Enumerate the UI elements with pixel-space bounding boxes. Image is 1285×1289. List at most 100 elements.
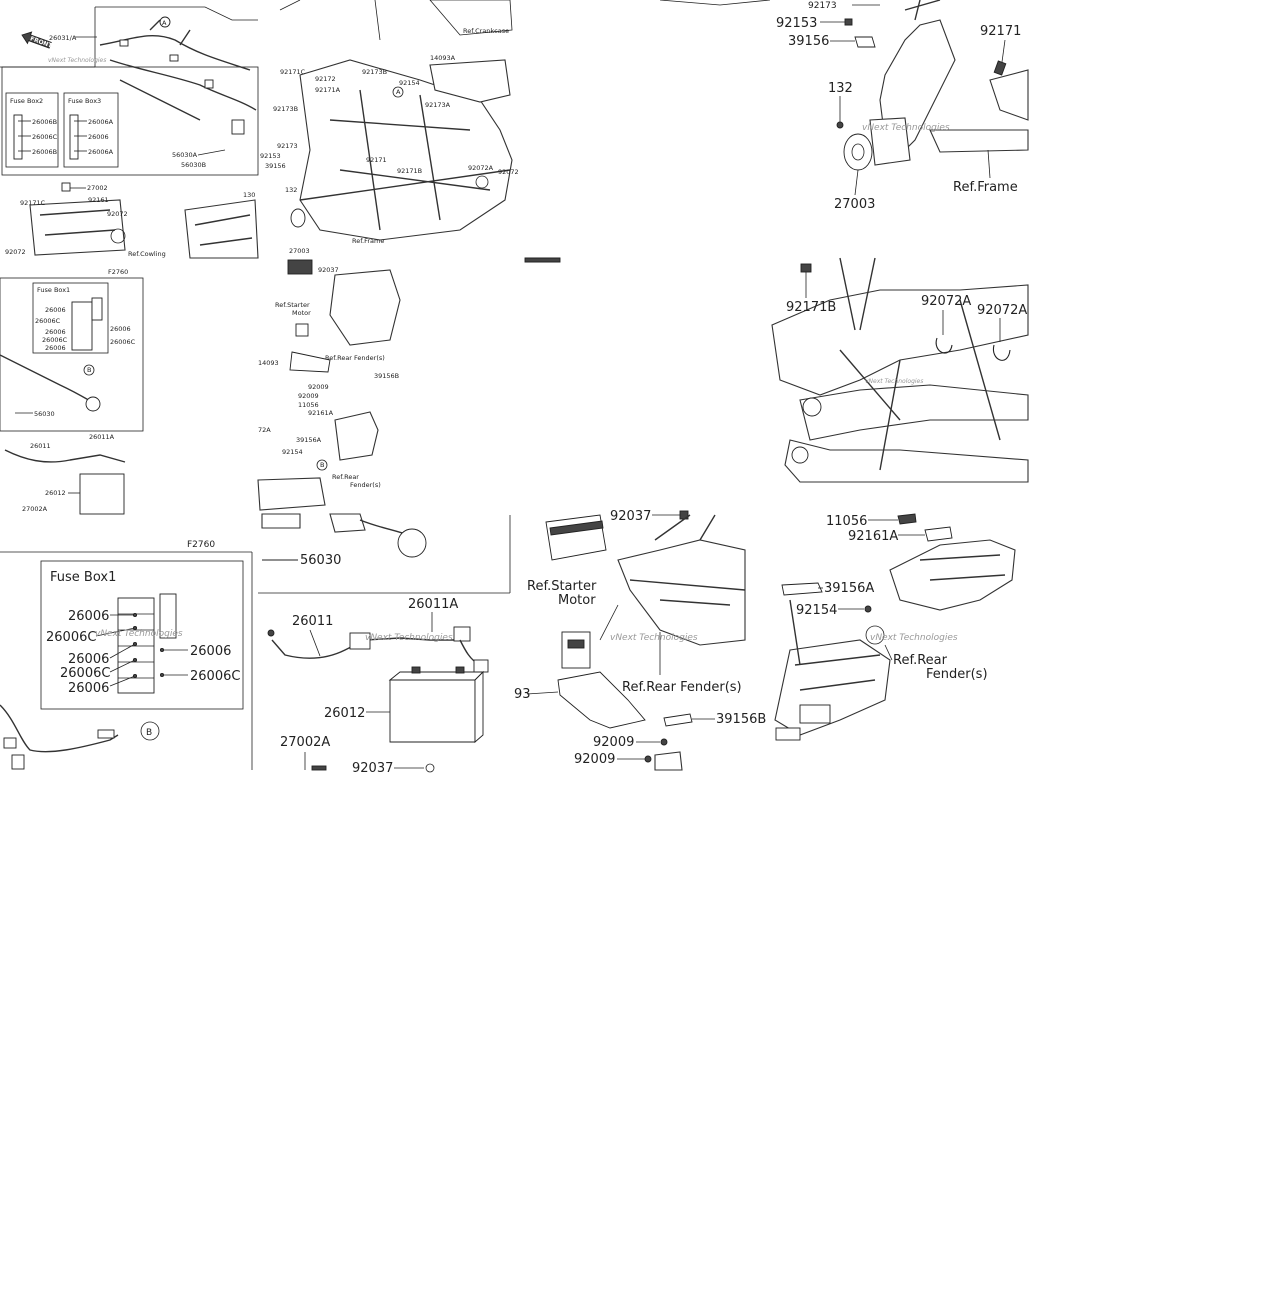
label-92171: 92171 <box>980 24 1021 39</box>
label-26006: 26006 <box>88 133 109 141</box>
clamp-icon <box>935 337 953 354</box>
watermark: vNext Technologies <box>865 378 923 385</box>
label-92171b: 92171B <box>786 300 836 315</box>
label-92072-2: 92072 <box>5 248 26 256</box>
label-ref-starter: Ref.Starter <box>527 579 597 594</box>
label-92037: 92037 <box>318 266 339 274</box>
fuse-box1-title: Fuse Box1 <box>50 570 116 585</box>
watermark: vNext Technologies <box>862 123 950 133</box>
label-39156b: 39156B <box>374 372 399 380</box>
label-92173: 92173 <box>808 1 837 11</box>
callout-a-2: A <box>396 88 401 96</box>
label-92161a: 92161A <box>848 529 898 544</box>
label-56030a: 56030A <box>172 151 198 159</box>
label-26006-3: 26006 <box>45 344 66 352</box>
watermark: vNext Technologies <box>365 633 453 643</box>
label-56030: 56030 <box>34 410 55 418</box>
label-92173b: 92173B <box>362 68 387 76</box>
label-11056: 11056 <box>298 401 319 409</box>
label-92173a: 92173A <box>425 101 451 109</box>
tile-frame-detail: 92171B 92072A 92072A vNext Technologies <box>771 257 1029 483</box>
fuse-box3-title: Fuse Box3 <box>68 97 101 105</box>
label-92154: 92154 <box>796 603 837 618</box>
label-26006a: 26006A <box>88 118 114 126</box>
callout-b: B <box>146 728 152 738</box>
starter-relay-icon <box>561 631 591 669</box>
label-11056: 11056 <box>826 514 867 529</box>
label-132: 132 <box>285 186 297 194</box>
fuse-box1-title: Fuse Box1 <box>37 286 70 294</box>
label-27003: 27003 <box>834 197 875 212</box>
label-ref-rear-fender: Ref.Rear Fender(s) <box>325 354 385 362</box>
label-ref-starter: Ref.Starter <box>275 301 310 309</box>
label-26006-4: 26006 <box>110 325 131 333</box>
clamp-icon-2 <box>992 344 1011 361</box>
label-26011a: 26011A <box>408 597 458 612</box>
callout-b-2: B <box>320 461 324 469</box>
callout-a: A <box>162 19 167 27</box>
battery-tray-icon <box>617 539 746 646</box>
tile-harness-overview: FRONT 26031/A A vNext Technologies Fuse … <box>0 6 259 259</box>
label-ref-rear: Ref.Rear <box>893 653 948 668</box>
label-92161: 92161 <box>88 196 109 204</box>
label-ref-rear: Ref.Rear <box>332 473 359 481</box>
label-motor: Motor <box>558 593 596 608</box>
label-92173: 92173 <box>277 142 298 150</box>
label-92171c: 92171C <box>20 199 46 207</box>
label-26006-4: 26006 <box>190 644 231 659</box>
label-f2760: F2760 <box>108 268 128 276</box>
battery-icon <box>79 473 125 515</box>
label-39156a: 39156A <box>296 436 322 444</box>
label-14093a: 14093A <box>430 54 456 62</box>
label-56030b: 56030B <box>181 161 206 169</box>
label-27002: 27002 <box>87 184 108 192</box>
watermark: vNext Technologies <box>95 629 183 639</box>
label-26006c: 26006C <box>32 133 58 141</box>
label-26006c-2: 26006C <box>42 336 68 344</box>
label-motor: Motor <box>292 309 311 317</box>
label-92009: 92009 <box>308 383 329 391</box>
label-92037: 92037 <box>610 509 651 524</box>
label-fender: Fender(s) <box>350 481 381 489</box>
watermark: vNext Technologies <box>610 633 698 643</box>
label-ref-frame: Ref.Frame <box>953 180 1018 195</box>
label-39156: 39156 <box>265 162 286 170</box>
label-26006c-2: 26006C <box>60 666 110 681</box>
label-92172: 92172 <box>315 75 336 83</box>
label-92072-3: 92072 <box>498 168 519 176</box>
label-92009-2: 92009 <box>574 752 615 767</box>
label-26006: 26006 <box>45 306 66 314</box>
label-92153: 92153 <box>776 16 817 31</box>
label-26006c: 26006C <box>46 630 96 645</box>
label-92161a: 92161A <box>308 409 334 417</box>
label-92009: 92009 <box>593 735 634 750</box>
label-93: 93 <box>514 687 531 702</box>
label-92154: 92154 <box>399 79 420 87</box>
label-26031a: 26031/A <box>49 34 77 42</box>
label-26006-2: 26006 <box>68 652 109 667</box>
label-132: 132 <box>828 81 853 96</box>
label-fender: Fender(s) <box>926 667 988 682</box>
label-39156b: 39156B <box>716 712 766 727</box>
label-ref-crankcase: Ref.Crankcase <box>463 27 509 35</box>
label-26006-2: 26006 <box>45 328 66 336</box>
label-92154: 92154 <box>282 448 303 456</box>
tile-starter-detail: 92037 Ref.Starter Motor Ref.Rear Fender(… <box>514 509 766 771</box>
label-92072a: 92072A <box>921 294 971 309</box>
label-130: 130 <box>243 191 255 199</box>
label-92171: 92171 <box>366 156 387 164</box>
tile-horn-detail: 92173 92153 39156 92171 132 27003 Ref.Fr… <box>659 0 1029 212</box>
label-26006c: 26006C <box>35 317 61 325</box>
label-26006c-3: 26006C <box>110 338 136 346</box>
label-56030: 56030 <box>300 553 341 568</box>
label-92153: 92153 <box>260 152 281 160</box>
label-27002a: 27002A <box>22 505 48 513</box>
label-39156: 39156 <box>788 34 829 49</box>
tile-fusebox1-overview: F2760 Fuse Box1 26006 26006C 26006 26006… <box>0 268 144 515</box>
label-92072a-2: 92072A <box>977 303 1027 318</box>
label-27002a: 27002A <box>280 735 330 750</box>
tile-battery-detail: 56030 26011 26011A 26012 27002A 92037 vN… <box>258 513 511 776</box>
label-92171b: 92171B <box>397 167 422 175</box>
label-92009-2: 92009 <box>298 392 319 400</box>
